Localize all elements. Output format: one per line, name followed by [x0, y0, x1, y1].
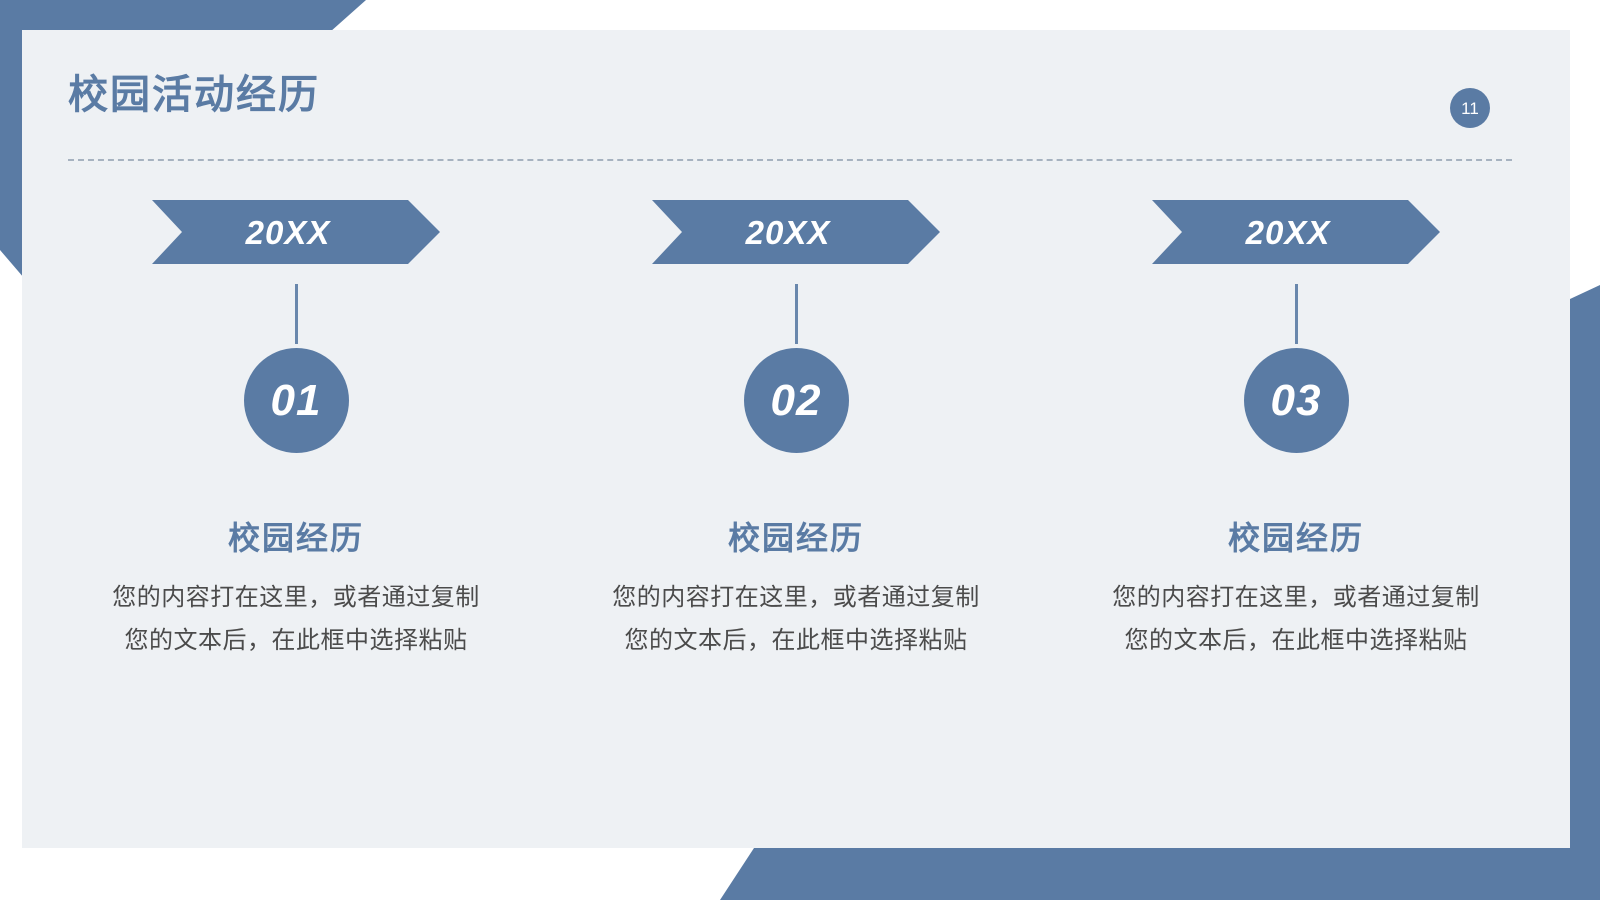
year-banner-2: 20XX	[652, 200, 940, 264]
decoration-right-band	[1570, 285, 1600, 900]
column-body-2: 您的内容打在这里，或者通过复制您的文本后，在此框中选择粘贴	[612, 584, 980, 654]
column-heading-2: 校园经历	[727, 520, 864, 556]
connector-line-1	[294, 284, 298, 344]
step-circle-2: 02	[743, 348, 849, 453]
step-number-label: 02	[770, 375, 822, 425]
year-label: 20XX	[245, 213, 331, 251]
year-banner-1: 20XX	[152, 200, 440, 264]
step-circle-1: 01	[243, 348, 349, 453]
step-circle-3: 03	[1243, 348, 1349, 453]
decoration-top-left-band	[0, 0, 366, 32]
step-number-label: 03	[1270, 375, 1322, 425]
timeline-column-1: 20XX 01 校园经历 您的内容打在这里，或者通过复制您的文本后，在此框中选择…	[66, 200, 526, 662]
column-heading-3: 校园经历	[1227, 520, 1364, 556]
content-card: 校园活动经历 11 20XX 01 校园经历 您的内容打在这里，或者通过复制您的…	[22, 30, 1570, 848]
year-banner-3: 20XX	[1152, 200, 1440, 264]
decoration-bottom-band	[720, 848, 1600, 900]
timeline-column-3: 20XX 03 校园经历 您的内容打在这里，或者通过复制您的文本后，在此框中选择…	[1066, 200, 1526, 662]
page-title: 校园活动经历	[68, 73, 320, 117]
step-number-label: 01	[270, 375, 322, 425]
column-heading-1: 校园经历	[227, 520, 364, 556]
header-divider	[68, 159, 1512, 161]
slide-header: 校园活动经历 11	[68, 66, 1512, 161]
year-label: 20XX	[745, 213, 831, 251]
connector-line-3	[1294, 284, 1298, 344]
page-number-badge: 11	[1450, 88, 1490, 128]
column-body-3: 您的内容打在这里，或者通过复制您的文本后，在此框中选择粘贴	[1112, 584, 1480, 654]
timeline-column-2: 20XX 02 校园经历 您的内容打在这里，或者通过复制您的文本后，在此框中选择…	[566, 200, 1026, 662]
decoration-left-band	[0, 0, 24, 278]
timeline-columns: 20XX 01 校园经历 您的内容打在这里，或者通过复制您的文本后，在此框中选择…	[66, 200, 1526, 662]
connector-line-2	[794, 284, 798, 344]
column-body-1: 您的内容打在这里，或者通过复制您的文本后，在此框中选择粘贴	[112, 584, 480, 654]
year-label: 20XX	[1245, 213, 1331, 251]
